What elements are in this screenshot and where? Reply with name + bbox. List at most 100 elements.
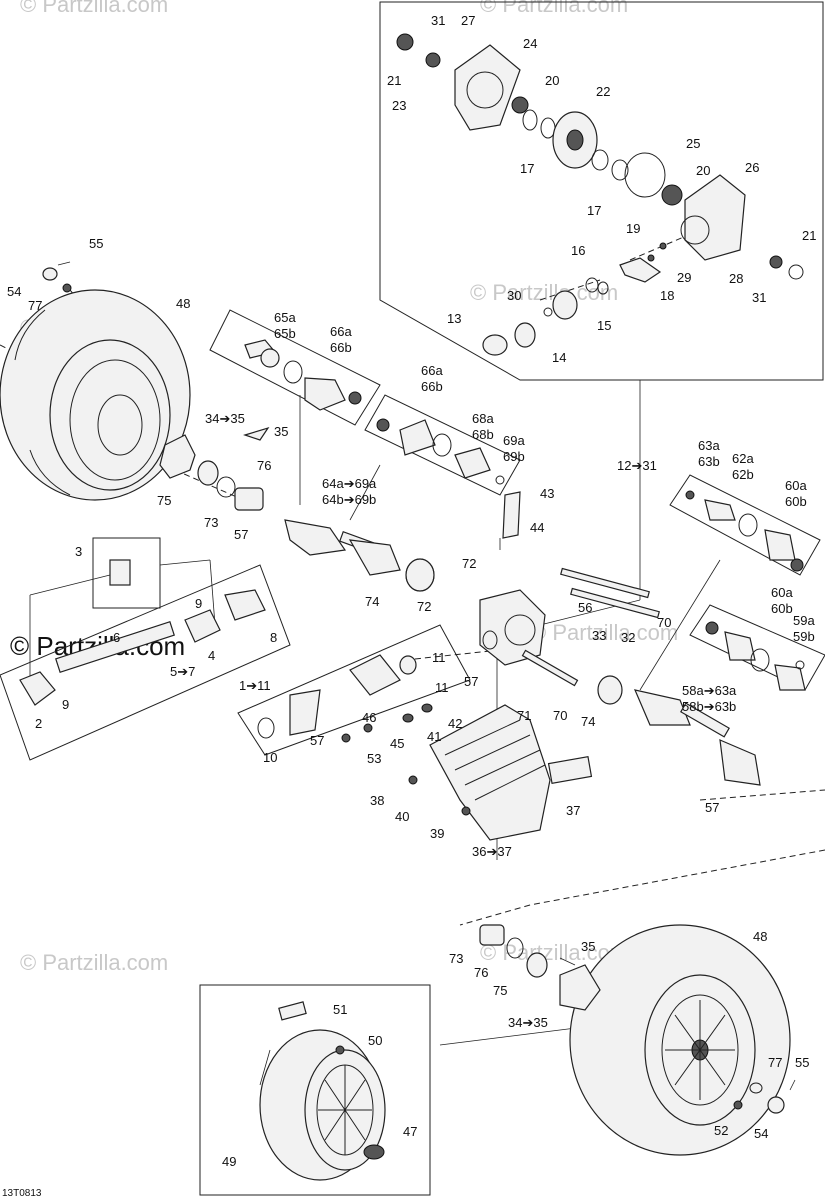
callout-label: 70 <box>553 708 567 723</box>
skid-plate <box>408 704 593 841</box>
callout-label: 66a <box>330 324 352 339</box>
callout-label: 23 <box>392 98 406 113</box>
callout-label: 32 <box>621 630 635 645</box>
callout-label: 72 <box>417 599 431 614</box>
callout-label: 18 <box>660 288 674 303</box>
callout-label: 74 <box>365 594 379 609</box>
callout-label: 49 <box>222 1154 236 1169</box>
callout-label: 63b <box>698 454 720 469</box>
callout-label: 53 <box>367 751 381 766</box>
callout-label: 39 <box>430 826 444 841</box>
callout-label: 48 <box>753 929 767 944</box>
callout-label: 63a <box>698 438 720 453</box>
tire-right <box>569 924 791 1156</box>
callout-label: 11 <box>432 650 446 665</box>
callout-label: 25 <box>686 136 700 151</box>
callout-label: 51 <box>333 1002 347 1017</box>
callout-label: 60a <box>771 585 793 600</box>
callout-label: 40 <box>395 809 409 824</box>
diagram-code: 13T0813 <box>2 1188 42 1199</box>
callout-label: 14 <box>552 350 566 365</box>
callout-label: 72 <box>462 556 476 571</box>
callout-label: 35 <box>581 939 595 954</box>
callout-label: 20 <box>545 73 559 88</box>
callout-label: 21 <box>387 73 401 88</box>
callout-label: 77 <box>28 298 42 313</box>
callout-label: 22 <box>596 84 610 99</box>
axle-parts <box>244 339 806 786</box>
callout-label: 66b <box>330 340 352 355</box>
callout-label: 77 <box>768 1055 782 1070</box>
callout-label: 24 <box>523 36 537 51</box>
callout-labels: 31 27 24 21 20 23 22 17 25 20 26 17 19 2… <box>2 13 816 1199</box>
watermark-text: © Partzilla.com <box>20 950 168 975</box>
callout-label: 3 <box>75 544 82 559</box>
callout-label: 76 <box>474 965 488 980</box>
callout-label: 59b <box>793 629 815 644</box>
callout-label: 46 <box>362 710 376 725</box>
callout-label: 73 <box>204 515 218 530</box>
callout-label: 55 <box>89 236 103 251</box>
callout-label: 19 <box>626 221 640 236</box>
coupler-frame <box>237 624 471 756</box>
callout-label: 71 <box>517 708 531 723</box>
callout-label: 64b➔69b <box>322 492 376 507</box>
callout-label: 44 <box>530 520 544 535</box>
callout-label: 45 <box>390 736 404 751</box>
callout-label: 43 <box>540 486 554 501</box>
callout-label: 52 <box>714 1123 728 1138</box>
callout-label: 26 <box>745 160 759 175</box>
diff-parts <box>396 33 804 356</box>
callout-label: 69a <box>503 433 525 448</box>
callout-label: 20 <box>696 163 710 178</box>
callout-label: 54 <box>7 284 21 299</box>
callout-label: 41 <box>427 729 441 744</box>
callout-label: 28 <box>729 271 743 286</box>
callout-label: 59a <box>793 613 815 628</box>
callout-label: 1➔11 <box>239 678 271 693</box>
callout-label: 16 <box>571 243 585 258</box>
callout-label: 60b <box>771 601 793 616</box>
callout-label: 8 <box>270 630 277 645</box>
callout-label: 62b <box>732 467 754 482</box>
callout-label: 30 <box>507 288 521 303</box>
callout-label: 9 <box>62 697 69 712</box>
callout-label: 17 <box>587 203 601 218</box>
callout-label: 21 <box>802 228 816 243</box>
callout-label: 34➔35 <box>508 1015 548 1030</box>
callout-label: 48 <box>176 296 190 311</box>
callout-label: 38 <box>370 793 384 808</box>
callout-label: 58b➔63b <box>682 699 736 714</box>
callout-label: 42 <box>448 716 462 731</box>
callout-label: 57 <box>234 527 248 542</box>
callout-label: 57 <box>705 800 719 815</box>
callout-label: 62a <box>732 451 754 466</box>
center-parts <box>19 491 660 743</box>
callout-label: 66a <box>421 363 443 378</box>
callout-label: 12➔31 <box>617 458 657 473</box>
callout-label: 17 <box>520 161 534 176</box>
callout-label: 74 <box>581 714 595 729</box>
watermark-text: © Partzilla.com <box>20 0 168 17</box>
callout-label: 76 <box>257 458 271 473</box>
watermark-text: © Partzilla.com <box>470 280 618 305</box>
callout-label: 4 <box>208 648 215 663</box>
watermark-text: © Partzilla.com <box>480 0 628 17</box>
ujoint-box-frame <box>92 537 161 609</box>
callout-label: 10 <box>263 750 277 765</box>
callout-label: 57 <box>464 674 478 689</box>
rim-box-frame <box>199 984 431 1196</box>
callout-label: 57 <box>310 733 324 748</box>
callout-label: 64a➔69a <box>322 476 377 491</box>
callout-label: 50 <box>368 1033 382 1048</box>
callout-label: 36➔37 <box>472 844 512 859</box>
callout-label: 66b <box>421 379 443 394</box>
callout-label: 11 <box>435 680 449 695</box>
callout-label: 15 <box>597 318 611 333</box>
tire-left <box>0 289 191 501</box>
callout-label: 73 <box>449 951 463 966</box>
callout-label: 75 <box>157 493 171 508</box>
callout-label: 55 <box>795 1055 809 1070</box>
